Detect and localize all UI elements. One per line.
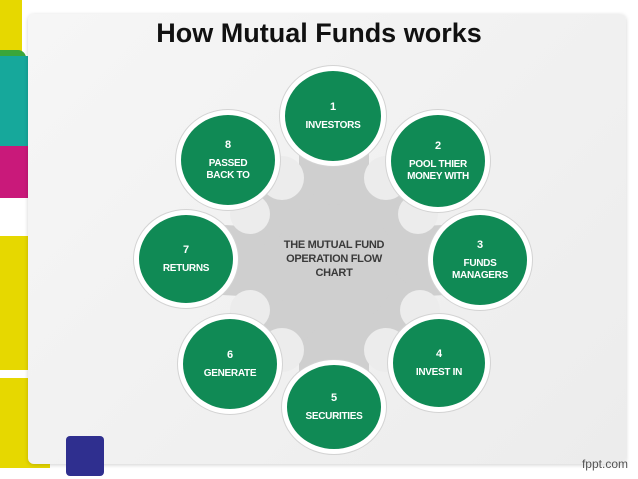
step-node-6: 6 GENERATE <box>178 314 282 414</box>
step-number: 3 <box>476 238 484 251</box>
step-label: GENERATE <box>203 367 257 379</box>
deco-block-yellow-top <box>0 0 22 60</box>
step-node-2: 2 POOL THIER MONEY WITH <box>386 110 490 212</box>
step-number: 2 <box>434 139 442 152</box>
step-label: POOL THIER MONEY WITH <box>407 158 469 182</box>
step-number: 6 <box>226 348 234 361</box>
step-label: SECURITIES <box>305 410 363 422</box>
step-node-5: 5 SECURITIES <box>282 360 386 454</box>
step-number: 7 <box>182 243 190 256</box>
step-label: INVEST IN <box>415 366 463 378</box>
step-number: 4 <box>435 347 443 360</box>
step-node-7: 7 RETURNS <box>134 210 238 308</box>
slide-title: How Mutual Funds works <box>156 18 482 48</box>
step-number: 1 <box>329 100 337 113</box>
step-label: PASSED BACK TO <box>206 157 250 181</box>
hub-core <box>272 204 396 328</box>
step-node-8: 8 PASSED BACK TO <box>176 110 280 210</box>
deco-block-navy <box>66 436 104 476</box>
step-label: INVESTORS <box>305 119 361 131</box>
step-label: FUNDS MANAGERS <box>452 257 508 281</box>
step-node-1: 1 INVESTORS <box>280 66 386 166</box>
step-node-4: 4 INVEST IN <box>388 314 490 412</box>
step-number: 5 <box>330 391 338 404</box>
step-label: RETURNS <box>162 262 210 274</box>
watermark: fppt.com <box>581 457 628 471</box>
step-node-3: 3 FUNDS MANAGERS <box>428 210 532 310</box>
center-label: THE MUTUAL FUND OPERATION FLOW CHART <box>283 239 385 279</box>
step-number: 8 <box>224 138 232 151</box>
